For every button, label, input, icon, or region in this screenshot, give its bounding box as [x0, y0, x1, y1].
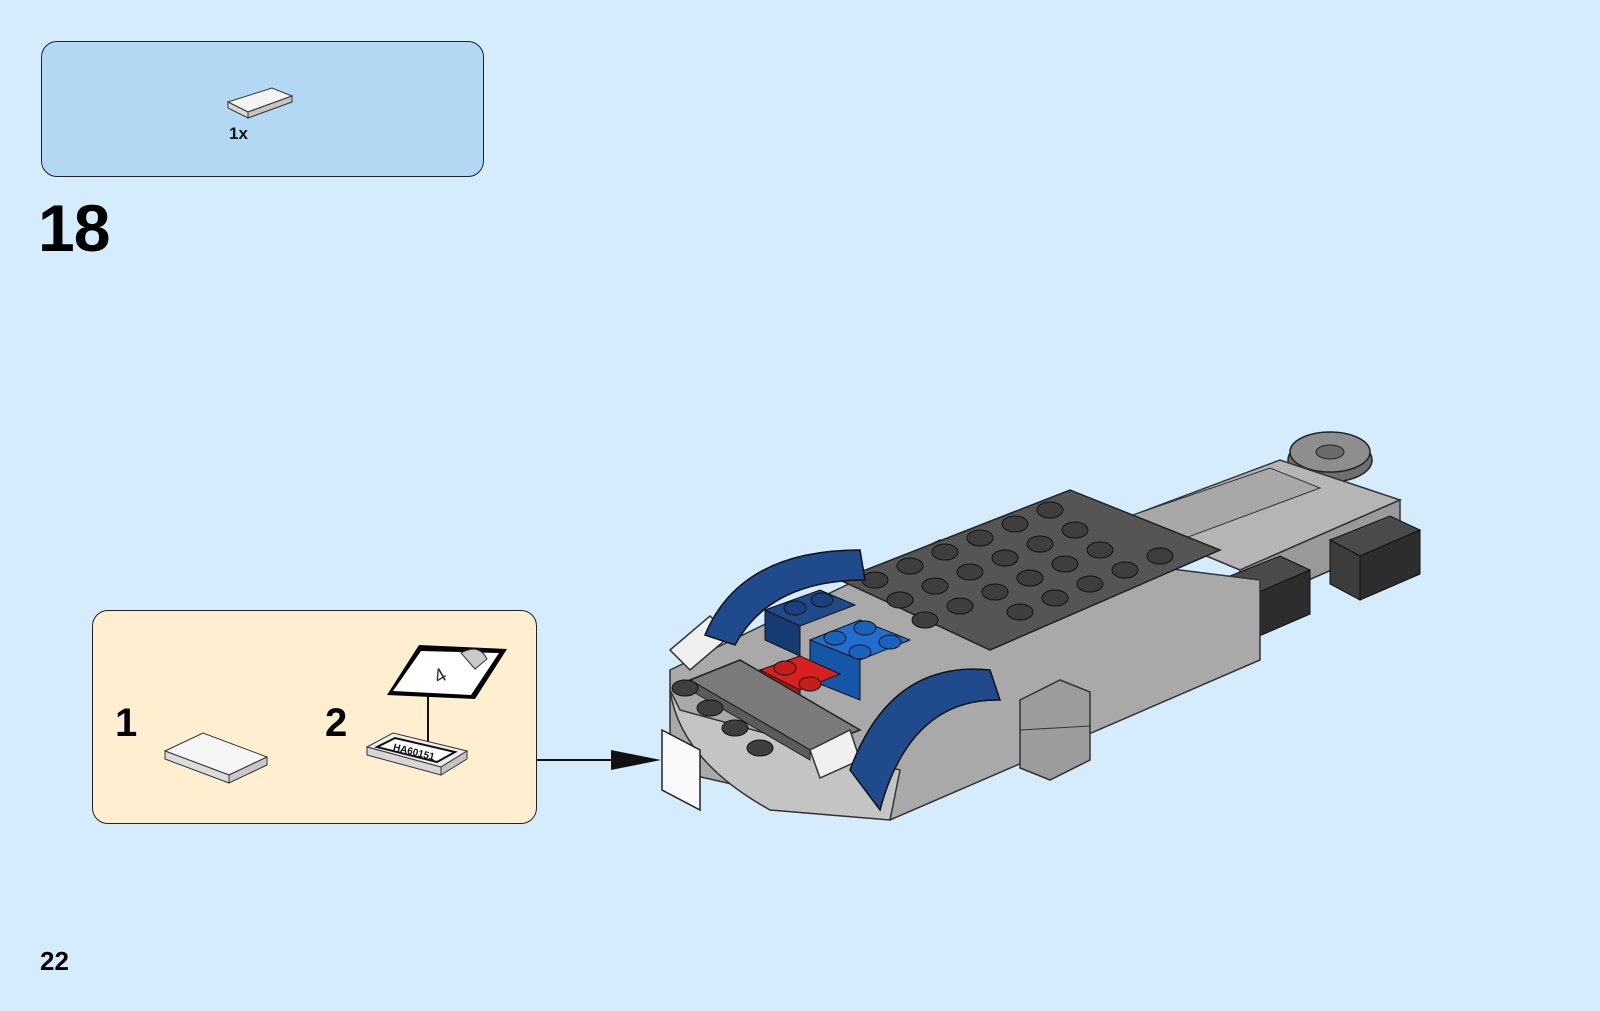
substep-number-2: 2 [325, 701, 347, 746]
sticker-icon: 4 [383, 639, 513, 709]
step-number: 18 [38, 190, 109, 266]
white-tile-icon [163, 723, 273, 793]
substep-callout: 1 2 4 HA60151 [92, 610, 537, 824]
printed-tile-icon: HA60151 [363, 729, 473, 789]
arrow-icon [537, 748, 667, 772]
parts-callout: 1x [41, 41, 484, 177]
page-number: 22 [40, 946, 69, 977]
white-tile-icon [226, 80, 296, 120]
substep-number-1: 1 [115, 701, 137, 746]
part-quantity: 1x [229, 124, 248, 144]
model-illustration [660, 430, 1460, 850]
